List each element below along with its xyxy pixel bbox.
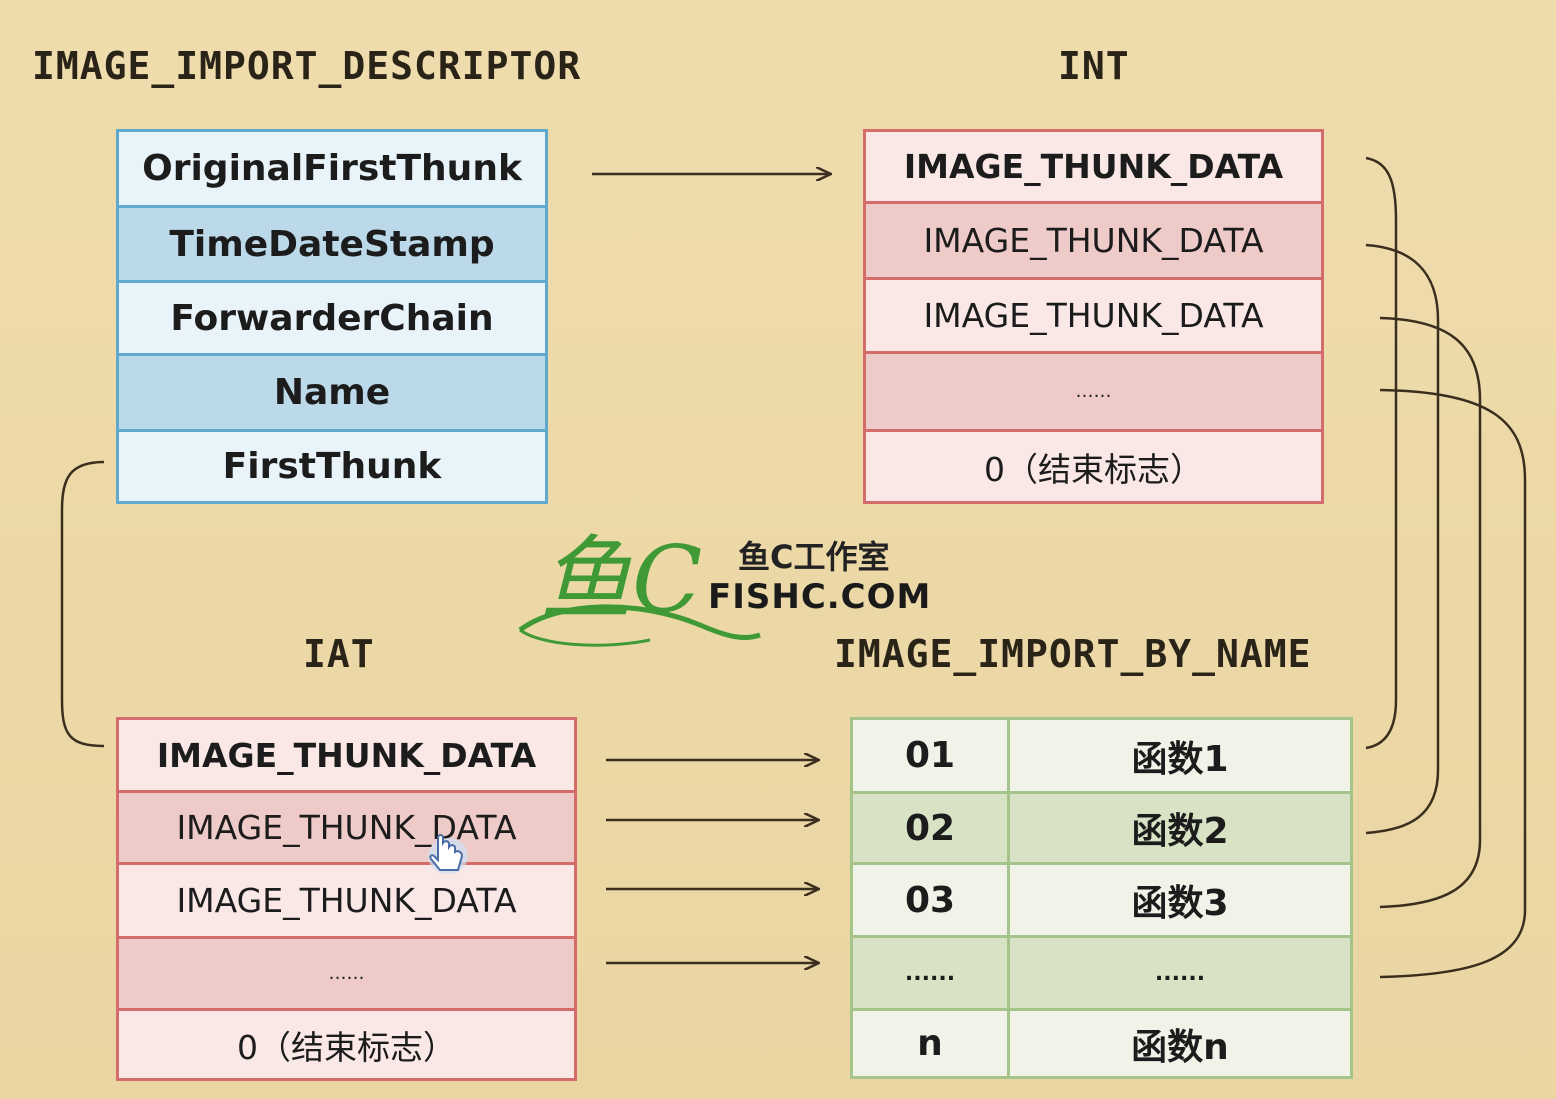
by-name-table: 01 函数1 02 函数2 03 函数3 ...... ...... n 函数n [850,717,1353,1079]
function-name-cell: 函数2 [1131,811,1229,852]
title-image-import-by-name: IMAGE_IMPORT_BY_NAME [834,632,1312,676]
iat-row: IMAGE_THUNK_DATA [119,720,574,793]
hint-cell: 01 [853,720,1010,791]
hint-cell: 03 [853,865,1010,935]
descriptor-table: OriginalFirstThunk TimeDateStamp Forward… [116,129,548,504]
int-row: IMAGE_THUNK_DATA [866,132,1321,204]
int-row-end-marker: 0（结束标志） [866,432,1321,501]
iat-table: IMAGE_THUNK_DATA IMAGE_THUNK_DATA IMAGE_… [116,717,577,1081]
function-name-cell: ...... [1154,960,1206,986]
iat-row: …… [119,939,574,1011]
descriptor-field-original-first-thunk: OriginalFirstThunk [119,132,545,208]
curve-int-to-by-name [1365,156,1398,750]
function-name-cell: 函数3 [1131,883,1229,924]
by-name-row: ...... ...... [853,938,1350,1011]
iat-row: IMAGE_THUNK_DATA [119,865,574,939]
descriptor-field-time-date-stamp: TimeDateStamp [119,208,545,283]
curve-int-to-by-name [1379,388,1527,979]
by-name-row: 02 函数2 [853,794,1350,865]
int-table: IMAGE_THUNK_DATA IMAGE_THUNK_DATA IMAGE_… [863,129,1324,504]
hint-cell: n [853,1011,1010,1076]
iat-row: IMAGE_THUNK_DATA [119,793,574,865]
int-row: …… [866,354,1321,432]
by-name-row: 03 函数3 [853,865,1350,938]
descriptor-field-first-thunk: FirstThunk [119,432,545,501]
logo-swoosh [519,628,651,647]
title-image-import-descriptor: IMAGE_IMPORT_DESCRIPTOR [32,44,582,88]
hint-cell: ...... [853,938,1010,1008]
logo-script-mark: 鱼C [540,526,703,633]
curve-int-to-by-name [1379,316,1482,909]
hand-cursor-icon [428,834,468,874]
logo-swoosh [518,604,761,640]
descriptor-field-forwarder-chain: ForwarderChain [119,283,545,356]
title-iat: IAT [303,632,375,676]
function-name-cell: 函数n [1131,1026,1229,1068]
bracket-first-thunk-to-iat [60,460,105,748]
logo-english-text: FISHC.COM [708,577,932,617]
int-row: IMAGE_THUNK_DATA [866,204,1321,280]
int-row: IMAGE_THUNK_DATA [866,280,1321,354]
curve-int-to-by-name [1365,243,1440,835]
logo-chinese-text: 鱼C工作室 [738,538,890,576]
function-name-cell: 函数1 [1131,738,1229,780]
by-name-row: n 函数n [853,1011,1350,1076]
hint-cell: 02 [853,794,1010,862]
title-int: INT [1058,44,1130,88]
by-name-row: 01 函数1 [853,720,1350,794]
iat-row-end-marker: 0（结束标志） [119,1011,574,1078]
descriptor-field-name: Name [119,356,545,432]
